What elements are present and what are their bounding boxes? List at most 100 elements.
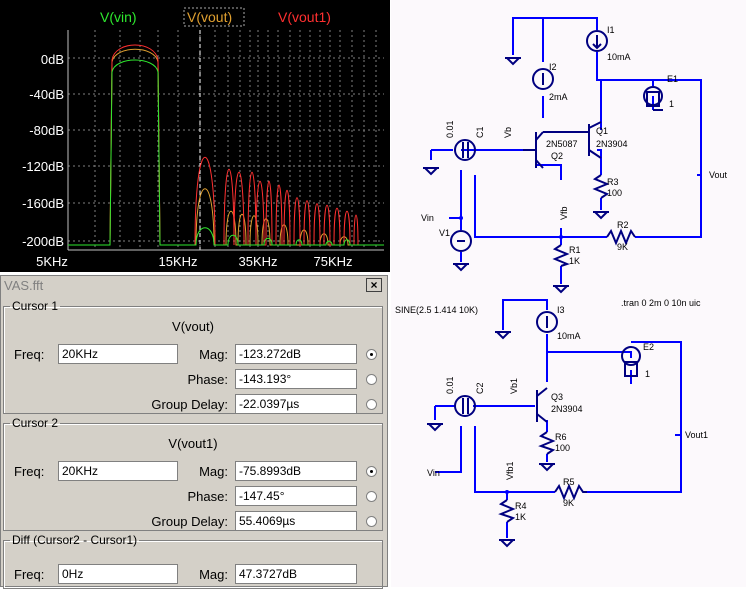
- label-I1: I1: [607, 25, 615, 35]
- cursor1-freq-label: Freq:: [14, 347, 45, 362]
- label-E1: E1: [667, 74, 678, 84]
- cursor1-gd-label: Group Delay:: [151, 397, 228, 412]
- cursor1-gd-radio[interactable]: [366, 399, 377, 410]
- trace-vin: [68, 59, 384, 246]
- fft-chart[interactable]: V(vin) V(vout) V(vout1) 0dB -40dB -80dB …: [0, 0, 390, 272]
- label-E2-value: 1: [645, 369, 650, 379]
- V1-source[interactable]: [450, 230, 472, 252]
- Q1-transistor[interactable]: [543, 121, 602, 159]
- schematic-svg[interactable]: I1 10mA I2 2mA E1 1 Q1 2N3904 2N5087 Q2 …: [391, 0, 746, 587]
- ground-top: [505, 57, 521, 66]
- y-tick-label: -160dB: [22, 196, 64, 211]
- Q2-transistor[interactable]: [523, 131, 544, 169]
- legend-vin: V(vin): [100, 9, 137, 25]
- label-Q3-model: 2N3904: [551, 404, 583, 414]
- cursor1-phase-field[interactable]: -143.193°: [235, 369, 357, 389]
- label-R4-value: 1K: [515, 512, 526, 522]
- cursor1-gd-field[interactable]: -22.0397µs: [235, 394, 357, 414]
- y-tick-label: -120dB: [22, 159, 64, 174]
- label-V1: V1: [439, 228, 450, 238]
- R5-resistor[interactable]: [554, 483, 587, 501]
- cursor2-gd-label: Group Delay:: [151, 514, 228, 529]
- E1-vcvs[interactable]: [643, 86, 663, 111]
- E2-vcvs[interactable]: [621, 346, 641, 377]
- x-tick-label: 5KHz: [36, 254, 68, 269]
- label-Q2-model: 2N5087: [546, 139, 578, 149]
- label-I3-value: 10mA: [557, 331, 581, 341]
- cursor1-freq-field[interactable]: 20KHz: [58, 344, 178, 364]
- cursor1-mag-field[interactable]: -123.272dB: [235, 344, 357, 364]
- x-tick-label: 35KHz: [238, 254, 277, 269]
- fft-cursor-window[interactable]: VAS.fft × Cursor 1 V(vout) Freq: 20KHz M…: [0, 275, 388, 589]
- y-tick-label: 0dB: [41, 52, 64, 67]
- label-E1-value: 1: [669, 99, 674, 109]
- R2-resistor[interactable]: [606, 228, 636, 246]
- ground-r1: [553, 285, 569, 294]
- cursor2-mag-radio[interactable]: [366, 466, 377, 477]
- diff-mag-field[interactable]: 47.3727dB: [235, 564, 357, 584]
- plot-traces: [68, 44, 384, 246]
- cursor2-phase-field[interactable]: -147.45°: [235, 486, 357, 506]
- schematic-labels: I1 10mA I2 2mA E1 1 Q1 2N3904 2N5087 Q2 …: [395, 25, 728, 522]
- cursor2-freq-field[interactable]: 20KHz: [58, 461, 178, 481]
- Q3-transistor[interactable]: [536, 387, 548, 423]
- C1-capacitor[interactable]: [454, 139, 476, 161]
- cursor2-gd-field[interactable]: 55.4069µs: [235, 511, 357, 531]
- I3-current-source[interactable]: [536, 311, 558, 333]
- trace-vout1: [68, 44, 384, 246]
- label-R2-value: 9K: [617, 242, 628, 252]
- fft-plot[interactable]: V(vin) V(vout) V(vout1) 0dB -40dB -80dB …: [0, 0, 390, 272]
- label-R3-value: 100: [607, 188, 622, 198]
- cursor1-legend: Cursor 1: [12, 299, 59, 313]
- diff-legend: Diff (Cursor2 - Cursor1): [12, 533, 138, 547]
- legend-vout-box: [183, 7, 245, 27]
- label-C2-value: 0.01: [445, 376, 455, 394]
- ground-r4: [499, 539, 515, 548]
- I1-current-source[interactable]: [586, 30, 608, 52]
- cursor2-gd-radio[interactable]: [366, 516, 377, 527]
- label-Q3: Q3: [551, 392, 563, 402]
- cursor1-mag-radio[interactable]: [366, 349, 377, 360]
- diff-mag-label: Mag:: [199, 567, 228, 582]
- label-R2: R2: [617, 220, 629, 230]
- label-R4: R4: [515, 501, 527, 511]
- cursor1-group: Cursor 1 V(vout) Freq: 20KHz Mag: -123.2…: [3, 299, 383, 414]
- junction-dot: [559, 235, 563, 239]
- C2-capacitor[interactable]: [454, 395, 476, 417]
- R4-resistor[interactable]: [498, 499, 516, 523]
- cursor1-trace-name: V(vout): [172, 319, 214, 334]
- junction-dot: [505, 490, 509, 494]
- y-tick-label: -40dB: [29, 87, 64, 102]
- ground-i3: [495, 331, 511, 340]
- R1-resistor[interactable]: [552, 244, 570, 267]
- diff-group: Diff (Cursor2 - Cursor1) Freq: 0Hz Mag: …: [3, 533, 383, 589]
- cursor2-trace-name: V(vout1): [168, 436, 218, 451]
- label-I2: I2: [549, 62, 557, 72]
- cursor1-mag-label: Mag:: [199, 347, 228, 362]
- I2-current-source[interactable]: [532, 68, 554, 90]
- label-I1-value: 10mA: [607, 52, 631, 62]
- R6-resistor[interactable]: [538, 431, 556, 455]
- schematic-canvas[interactable]: I1 10mA I2 2mA E1 1 Q1 2N3904 2N5087 Q2 …: [391, 0, 746, 587]
- cursor2-mag-field[interactable]: -75.8993dB: [235, 461, 357, 481]
- label-Q2: Q2: [551, 151, 563, 161]
- close-button[interactable]: ×: [366, 278, 382, 292]
- label-Vin: Vin: [421, 213, 434, 223]
- y-tick-label: -200dB: [22, 234, 64, 249]
- y-tick-label: -80dB: [29, 123, 64, 138]
- cursor2-phase-radio[interactable]: [366, 491, 377, 502]
- label-C1-value: 0.01: [445, 120, 455, 138]
- R3-resistor[interactable]: [592, 174, 610, 199]
- diff-freq-label: Freq:: [14, 567, 45, 582]
- ground-c1: [423, 167, 439, 176]
- ground-r6: [539, 463, 555, 472]
- label-Q1-model: 2N3904: [596, 139, 628, 149]
- diff-freq-field[interactable]: 0Hz: [58, 564, 178, 584]
- cursor2-freq-label: Freq:: [14, 464, 45, 479]
- label-C2: C2: [475, 382, 485, 394]
- x-tick-label: 15KHz: [158, 254, 197, 269]
- label-R1: R1: [569, 245, 581, 255]
- cursor1-phase-radio[interactable]: [366, 374, 377, 385]
- ground-c2: [427, 423, 443, 432]
- window-titlebar[interactable]: VAS.fft ×: [1, 276, 387, 296]
